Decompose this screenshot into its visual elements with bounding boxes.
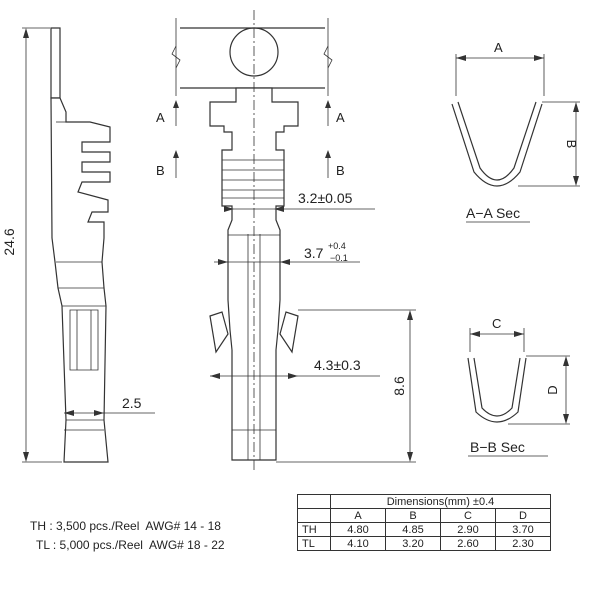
section-marker-b-left: B <box>156 163 165 178</box>
row-label-tl: TL <box>297 536 331 551</box>
dim-width-3-7-minus: −0.1 <box>330 253 348 263</box>
cell-tl-a: 4.10 <box>330 536 386 551</box>
table-title: Dimensions(mm) ±0.4 <box>330 494 551 509</box>
packaging-th: TH : 3,500 pcs./Reel AWG# 14 - 18 <box>30 519 221 533</box>
dim-width-3-7: 3.7 <box>304 245 324 261</box>
table-header-corner <box>297 508 331 523</box>
section-b-b-dim-d: D <box>545 385 560 394</box>
front-view <box>171 10 416 470</box>
packaging-tl: TL : 5,000 pcs./Reel AWG# 18 - 22 <box>36 538 225 552</box>
dim-total-length: 24.6 <box>1 228 17 255</box>
dim-width-4-3: 4.3±0.3 <box>314 357 361 373</box>
section-b-b <box>467 328 570 457</box>
section-b-b-dim-c: C <box>492 316 501 331</box>
dim-bottom-length: 8.6 <box>391 376 407 396</box>
table-title-row: Dimensions(mm) ±0.4 <box>297 494 551 509</box>
section-a-a-title: A−A Sec <box>466 205 520 221</box>
section-marker-b-right: B <box>336 163 345 178</box>
cell-th-a: 4.80 <box>330 522 386 537</box>
table-row: TL 4.10 3.20 2.60 2.30 <box>297 536 551 551</box>
col-a: A <box>330 508 386 523</box>
table-header-row: A B C D <box>297 508 551 523</box>
cell-tl-b: 3.20 <box>385 536 441 551</box>
section-a-a-dim-a: A <box>494 40 503 55</box>
dim-width-3-7-plus: +0.4 <box>328 241 346 251</box>
dim-tip-width: 2.5 <box>122 395 142 411</box>
section-marker-a-right: A <box>336 110 345 125</box>
cell-th-c: 2.90 <box>440 522 496 537</box>
row-label-th: TH <box>297 522 331 537</box>
col-c: C <box>440 508 496 523</box>
section-a-a <box>451 54 580 223</box>
col-b: B <box>385 508 441 523</box>
section-a-a-dim-b: B <box>564 140 579 149</box>
cell-th-d: 3.70 <box>495 522 551 537</box>
col-d: D <box>495 508 551 523</box>
cell-tl-c: 2.60 <box>440 536 496 551</box>
dim-width-3-2: 3.2±0.05 <box>298 190 353 206</box>
cell-th-b: 4.85 <box>385 522 441 537</box>
side-view <box>22 27 155 463</box>
dimensions-table: Dimensions(mm) ±0.4 A B C D TH 4.80 4.85… <box>297 494 551 551</box>
table-corner <box>297 494 331 509</box>
section-b-b-title: B−B Sec <box>470 439 525 455</box>
section-marker-a-left: A <box>156 110 165 125</box>
table-row: TH 4.80 4.85 2.90 3.70 <box>297 522 551 537</box>
cell-tl-d: 2.30 <box>495 536 551 551</box>
